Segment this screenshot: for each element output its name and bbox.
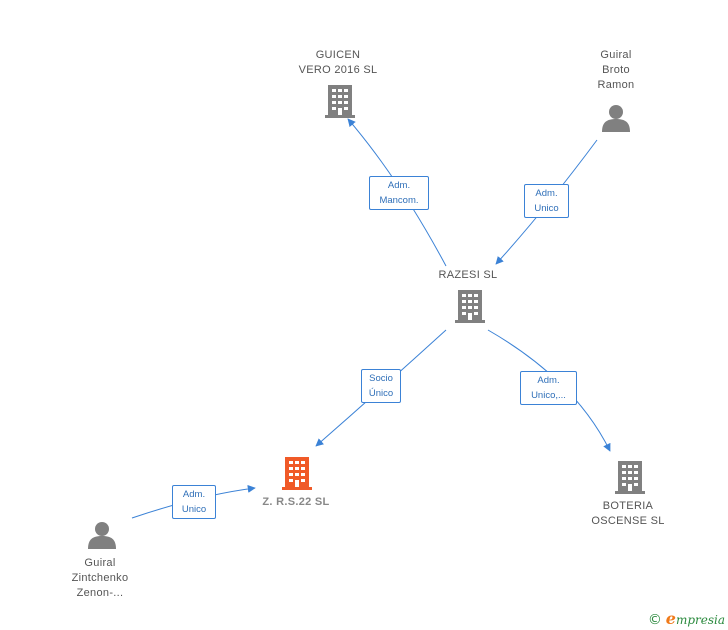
edge-label-adm-unico-zintchenko: Adm. Unico bbox=[172, 485, 216, 519]
zrs22-building-icon bbox=[282, 457, 312, 490]
razesi-building-icon bbox=[455, 290, 485, 323]
guiral-broto-person-icon bbox=[602, 105, 630, 132]
node-guiral-zintchenko-label[interactable]: Guiral Zintchenko Zenon-... bbox=[71, 557, 129, 599]
node-guiral-broto-label[interactable]: Guiral Broto Ramon bbox=[597, 49, 635, 91]
guiral-zintchenko-person-icon bbox=[88, 522, 116, 549]
edge-label-socio-unico: Socio Único bbox=[361, 369, 401, 403]
empresia-logo[interactable]: © empresia bbox=[647, 609, 725, 628]
edge-label-adm-unico-boteria: Adm. Unico,... bbox=[520, 371, 577, 405]
boteria-building-icon bbox=[615, 461, 645, 494]
node-razesi-label[interactable]: RAZESI SL bbox=[438, 269, 498, 281]
node-zrs22-label[interactable]: Z. R.S.22 SL bbox=[262, 496, 330, 508]
edge-label-adm-unico-broto: Adm. Unico bbox=[524, 184, 569, 218]
node-boteria-label[interactable]: BOTERIA OSCENSE SL bbox=[591, 500, 665, 527]
edge-label-adm-mancom: Adm. Mancom. bbox=[369, 176, 429, 210]
node-guicen-label[interactable]: GUICEN VERO 2016 SL bbox=[298, 49, 378, 76]
copyright-symbol: © bbox=[647, 612, 662, 628]
guicen-building-icon bbox=[325, 85, 355, 118]
